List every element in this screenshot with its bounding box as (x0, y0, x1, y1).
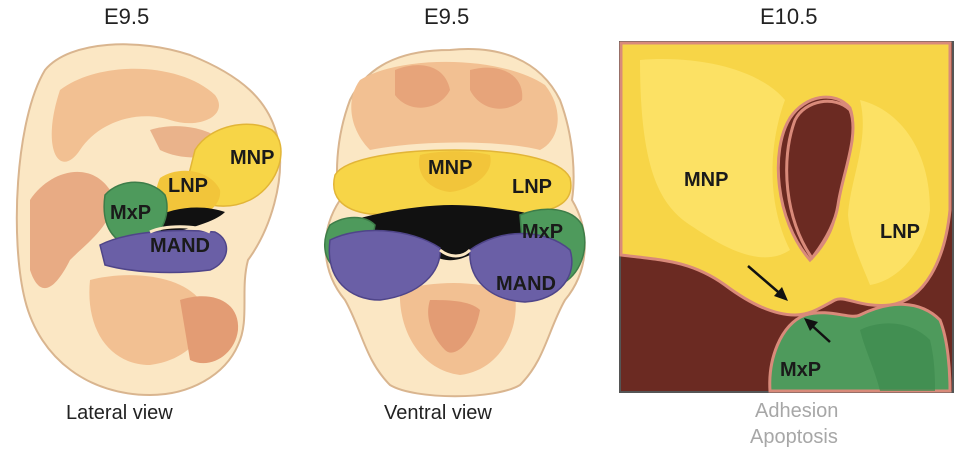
ventral-lnp-label: LNP (512, 176, 552, 198)
lateral-mxp-label: MxP (110, 202, 151, 224)
lateral-mand-label: MAND (150, 235, 210, 257)
ventral-mand-label: MAND (496, 273, 556, 295)
ventral-view-caption: Ventral view (384, 402, 492, 425)
lateral-lnp-label: LNP (168, 175, 208, 197)
ventral-mxp-label: MxP (522, 221, 563, 243)
ventral-mnp-label: MNP (428, 157, 472, 179)
apoptosis-caption: Apoptosis (750, 426, 838, 449)
e10-5-closeup (620, 42, 953, 392)
closeup-mxp-label: MxP (780, 359, 821, 381)
lateral-mnp-label: MNP (230, 147, 274, 169)
adhesion-caption: Adhesion (755, 400, 838, 423)
closeup-lnp-label: LNP (880, 221, 920, 243)
lateral-view-caption: Lateral view (66, 402, 173, 425)
closeup-mnp-label: MNP (684, 169, 728, 191)
